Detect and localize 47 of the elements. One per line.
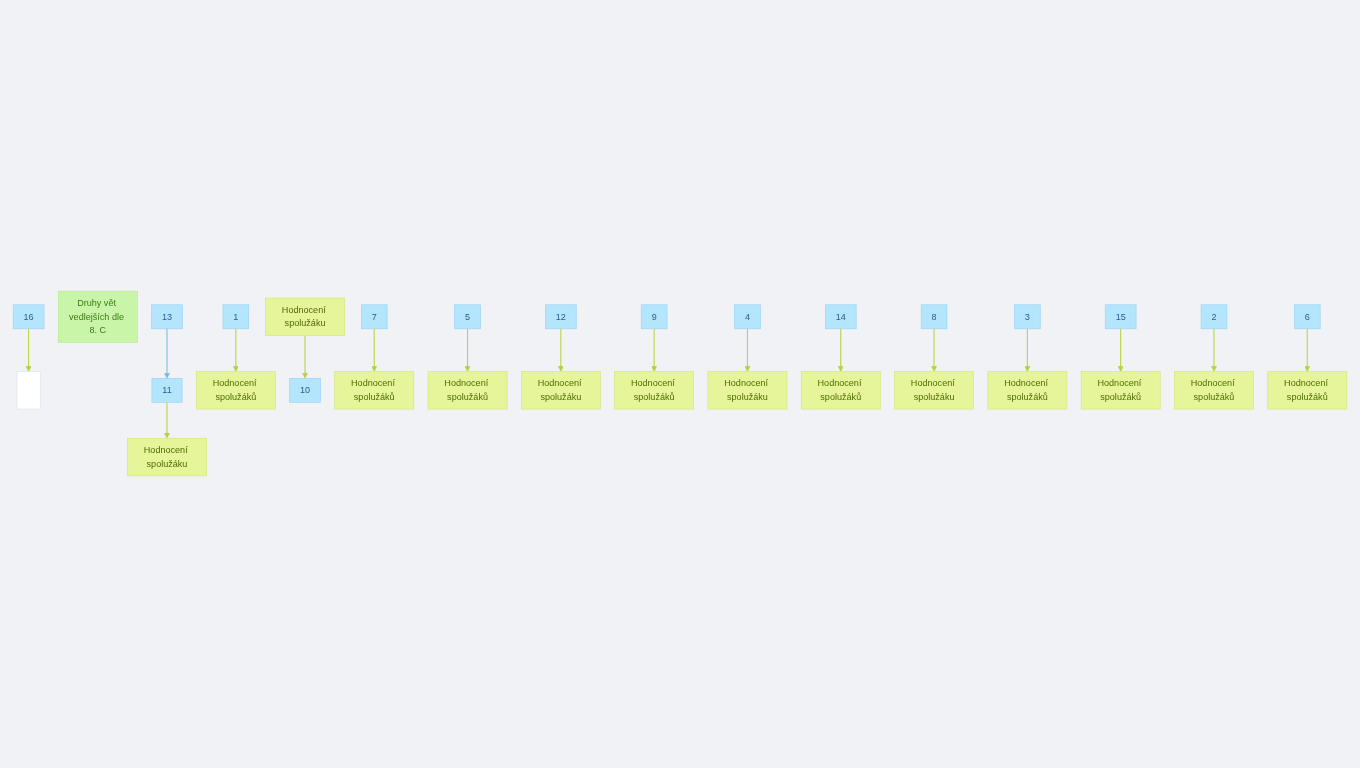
node-box: 4 bbox=[734, 304, 761, 330]
node-box: Hodnocení spolužáků bbox=[196, 371, 276, 410]
node-box: 5 bbox=[454, 304, 481, 330]
arrow bbox=[744, 328, 751, 373]
node-box: 15 bbox=[1104, 304, 1137, 330]
arrow bbox=[25, 328, 32, 373]
arrow bbox=[1211, 328, 1217, 373]
node-box bbox=[16, 371, 41, 410]
node-box: Hodnocení spolužáku bbox=[127, 438, 207, 477]
arrow bbox=[233, 328, 239, 373]
node-box: Hodnocení spolužáku bbox=[894, 371, 974, 410]
node-box: 13 bbox=[151, 304, 183, 330]
node-box: Hodnocení spolužáku bbox=[521, 371, 601, 410]
node-box: Druhy vět vedlejších dle 8. C bbox=[57, 291, 138, 344]
node-box: Hodnocení spolužáku bbox=[265, 298, 345, 337]
arrow bbox=[302, 335, 308, 380]
node-box: Hodnocení spolužáků bbox=[334, 371, 415, 410]
node-box: 3 bbox=[1014, 304, 1041, 330]
node-box: Hodnocení spolužáků bbox=[1174, 371, 1254, 410]
node-box: 14 bbox=[825, 304, 857, 330]
arrow bbox=[837, 328, 844, 373]
node-box: 1 bbox=[222, 304, 250, 330]
arrow bbox=[931, 328, 937, 373]
arrow bbox=[1024, 328, 1031, 373]
arrow bbox=[164, 402, 170, 439]
node-box: 10 bbox=[289, 378, 321, 404]
node-box: 9 bbox=[640, 304, 668, 330]
node-box: 11 bbox=[151, 378, 183, 404]
node-box: Hodnocení spolužáků bbox=[427, 371, 508, 410]
arrow bbox=[1117, 328, 1124, 373]
arrow bbox=[371, 328, 378, 373]
node-box: 8 bbox=[920, 304, 948, 330]
node-box: Hodnocení spolužáků bbox=[614, 371, 694, 410]
node-box: Hodnocení spolužáku bbox=[707, 371, 788, 410]
node-box: Hodnocení spolužáků bbox=[1080, 371, 1161, 410]
node-box: 2 bbox=[1200, 304, 1228, 330]
node-box: 16 bbox=[12, 304, 45, 330]
node-box: 7 bbox=[361, 304, 388, 330]
arrow bbox=[651, 328, 657, 373]
node-box: 12 bbox=[545, 304, 577, 330]
arrow bbox=[464, 328, 471, 373]
arrow bbox=[1304, 328, 1311, 373]
node-box: Hodnocení spolužáků bbox=[1267, 371, 1348, 410]
node-box: Hodnocení spolužáků bbox=[800, 371, 881, 410]
arrow bbox=[558, 328, 564, 373]
node-box: 6 bbox=[1294, 304, 1321, 330]
node-box: Hodnocení spolužáků bbox=[987, 371, 1068, 410]
